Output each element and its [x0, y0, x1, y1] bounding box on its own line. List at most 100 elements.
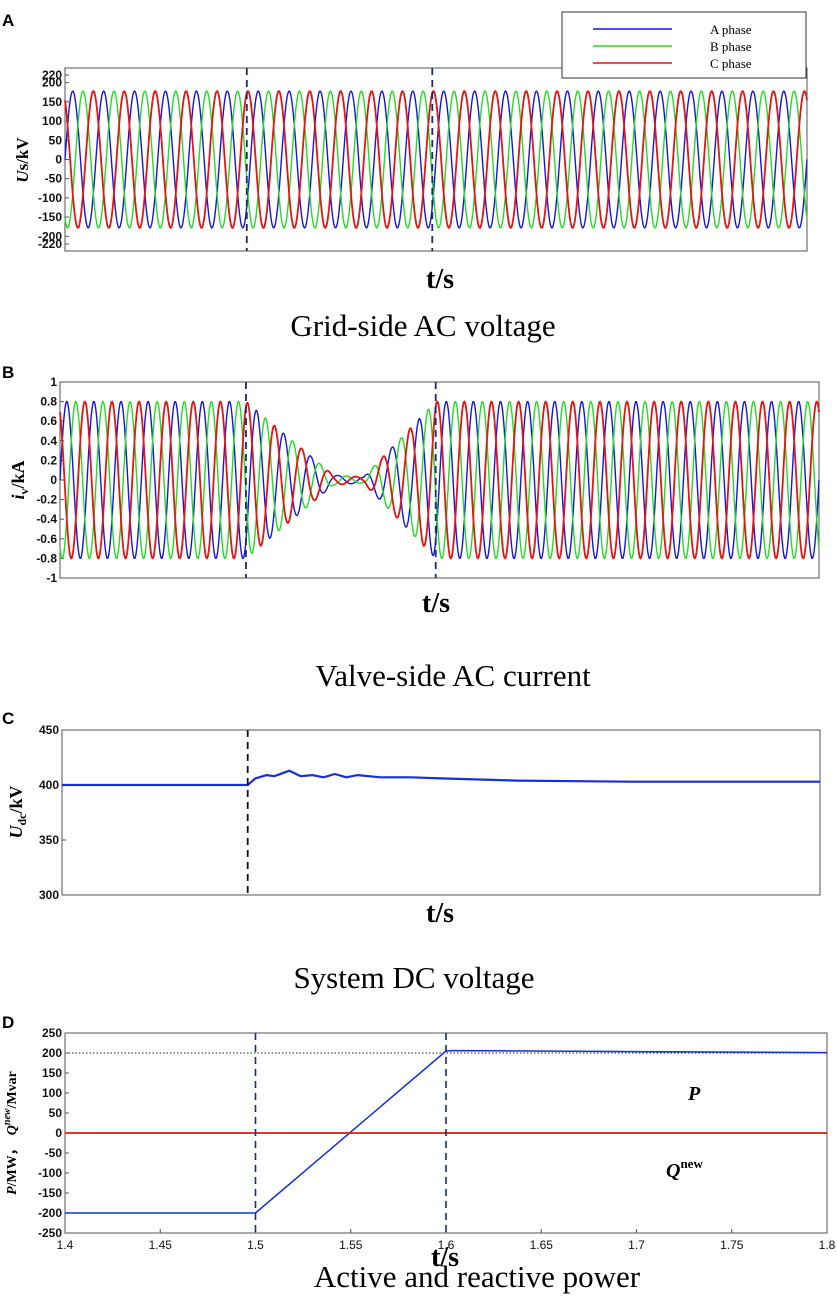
- panel-c-y-tick-label-3: 300: [39, 888, 59, 902]
- panel-b-y-tick-label-3: 0.4: [40, 434, 57, 448]
- panel-a-curves: [64, 90, 808, 229]
- panel-d-y-tick-label-5: 0: [55, 1126, 62, 1140]
- panel-c-curve-dc-voltage: [62, 769, 820, 787]
- panel-d-ylabel-q: Q: [5, 1125, 20, 1135]
- panel-a-ylabel-rest: s/kV: [13, 137, 32, 171]
- legend-label-c-phase: C phase: [710, 56, 752, 71]
- panel-d-x-tick-label-3: 1.55: [339, 1238, 363, 1252]
- panel-a-ylabel-var: U: [13, 170, 32, 183]
- panel-b-curves: [59, 400, 820, 560]
- panel-b-letter: B: [2, 363, 14, 382]
- panel-d-x-tick-label-4: 1.6: [438, 1238, 455, 1252]
- panel-d-y-tick-label-0: 250: [42, 1026, 62, 1040]
- panel-d-markers: [254, 1033, 447, 1233]
- panel-b-y-tick-label-0: 1: [50, 375, 57, 389]
- panel-a-x-axis-label: t/s: [426, 264, 454, 295]
- panel-b-y-tick-label-9: -0.8: [36, 551, 57, 565]
- panel-d-q-var: Q: [666, 1160, 680, 1182]
- panel-d-y-tick-label-3: 100: [42, 1086, 62, 1100]
- panel-b-markers: [245, 382, 437, 578]
- panel-d-series-label-p: P: [687, 1083, 701, 1105]
- panel-c-letter: C: [2, 709, 14, 728]
- panel-d-y-tick-label-6: -50: [45, 1146, 63, 1160]
- panel-b-y-tick-label-5: 0: [50, 473, 57, 487]
- panel-a-y-tick-label-6: -50: [45, 172, 63, 186]
- panel-c-x-axis-label: t/s: [426, 898, 454, 929]
- panel-d-y-tick-label-4: 50: [49, 1106, 63, 1120]
- panel-c-plot-frame: [61, 729, 821, 896]
- panel-a-legend-box: [561, 11, 807, 79]
- panel-c-ylabel-sub: dc: [15, 813, 29, 826]
- panel-b-curve-c-phase: [59, 400, 820, 560]
- panel-d-ylabel-q-unit: /Mvar: [5, 1071, 20, 1109]
- panel-b-y-tick-label-10: -1: [46, 571, 57, 585]
- panel-c-curves: [62, 769, 820, 787]
- panel-c-ylabel-rest: /kV: [6, 785, 26, 814]
- panel-a-letter: A: [2, 11, 14, 30]
- panel-d-y-tick-label-10: -250: [38, 1226, 62, 1240]
- legend-label-a-phase: A phase: [710, 22, 752, 37]
- panel-b-y-tick-label-4: 0.2: [40, 453, 57, 467]
- panel-a-y-tick-label-0: 220: [42, 68, 62, 82]
- panel-b-y-ticks: 1 0.8 0.6 0.4 0.2 0 -0.2 -0.4 -0.6 -0.8 -1: [36, 375, 64, 585]
- panel-c-y-tick-label-0: 450: [39, 723, 59, 737]
- panel-b-y-tick-label-1: 0.8: [40, 395, 57, 409]
- panel-d-x-tick-label-7: 1.75: [720, 1238, 744, 1252]
- panel-a-y-tick-label-4: 50: [49, 133, 63, 147]
- panel-d-caption: Active and reactive power: [314, 1259, 641, 1294]
- panel-b-y-tick-label-8: -0.6: [36, 532, 57, 546]
- panel-d-x-tick-label-5: 1.65: [530, 1238, 554, 1252]
- panel-b-caption: Valve-side AC current: [315, 658, 591, 693]
- panel-d-y-tick-label-2: 150: [42, 1066, 62, 1080]
- panel-b-y-tick-label-7: -0.4: [36, 512, 57, 526]
- panel-a-y-tick-label-5: 0: [55, 153, 62, 167]
- panel-c-caption: System DC voltage: [293, 960, 534, 995]
- panel-d-y-tick-label-1: 200: [42, 1046, 62, 1060]
- panel-a-y-tick-label-1: 200: [42, 76, 62, 90]
- panel-a-caption: Grid-side AC voltage: [290, 308, 555, 343]
- panel-d-y-axis-label: P/MW，Qnew/Mvar: [2, 1071, 20, 1195]
- panel-d-q-sup: new: [680, 1156, 703, 1171]
- panel-c-y-ticks: 450 400 350 300: [39, 723, 66, 902]
- panel-d-x-tick-label-0: 1.4: [57, 1238, 74, 1252]
- panel-b-curve-b-phase: [59, 400, 820, 560]
- panel-b-ylabel-rest: /kA: [8, 460, 28, 489]
- panel-b-y-tick-label-2: 0.6: [40, 414, 57, 428]
- panel-b: B 1 0.8 0.6 0.4 0.2 0 -0.2 -0.4 -0.6 -0.8 -1 iv/kA…: [2, 363, 820, 693]
- panel-d-x-tick-label-1: 1.45: [149, 1238, 173, 1252]
- panel-a-y-tick-label-8: -150: [38, 210, 62, 224]
- legend-label-b-phase: B phase: [710, 39, 752, 54]
- panel-d-x-tick-label-6: 1.7: [628, 1238, 645, 1252]
- panel-b-y-tick-label-6: -0.2: [36, 493, 57, 507]
- panel-c: C 450 400 350 300 Udc/kV t/s System DC volt…: [2, 709, 821, 995]
- panel-a-legend: A phase B phase C phase: [561, 11, 807, 79]
- panel-d-x-axis-label: t/s: [431, 1242, 459, 1273]
- panel-c-y-axis-label: Udc/kV: [6, 785, 29, 838]
- panel-c-y-tick-label-1: 400: [39, 778, 59, 792]
- panel-b-curve-a-phase: [59, 401, 820, 559]
- panel-a-markers: [245, 68, 434, 251]
- panel-d-ylabel-p-unit: /MW，: [5, 1141, 20, 1187]
- panel-b-ylabel-var: i: [8, 495, 28, 500]
- panel-a-y-tick-label-10: -220: [38, 237, 62, 251]
- panel-a-y-tick-label-7: -100: [38, 191, 62, 205]
- panel-d-series-label-q: Qnew: [666, 1156, 703, 1182]
- panel-a-y-axis-label: Us/kV: [13, 137, 32, 183]
- panel-a-y-tick-label-9: -200: [38, 229, 62, 243]
- panel-c-ylabel-var: U: [6, 825, 26, 839]
- panel-a-y-tick-label-3: 100: [42, 114, 62, 128]
- panel-d-x-tick-label-2: 1.5: [247, 1238, 264, 1252]
- panel-d-y-tick-label-7: -100: [38, 1166, 62, 1180]
- panel-c-y-tick-label-2: 350: [39, 833, 59, 847]
- panel-d-y-tick-label-8: -150: [38, 1186, 62, 1200]
- panel-d-letter: D: [2, 1013, 14, 1032]
- panel-d-ylabel-p: P: [5, 1186, 20, 1195]
- panel-b-ylabel-sub: v: [17, 489, 31, 495]
- panel-b-y-axis-label: iv/kA: [8, 460, 31, 499]
